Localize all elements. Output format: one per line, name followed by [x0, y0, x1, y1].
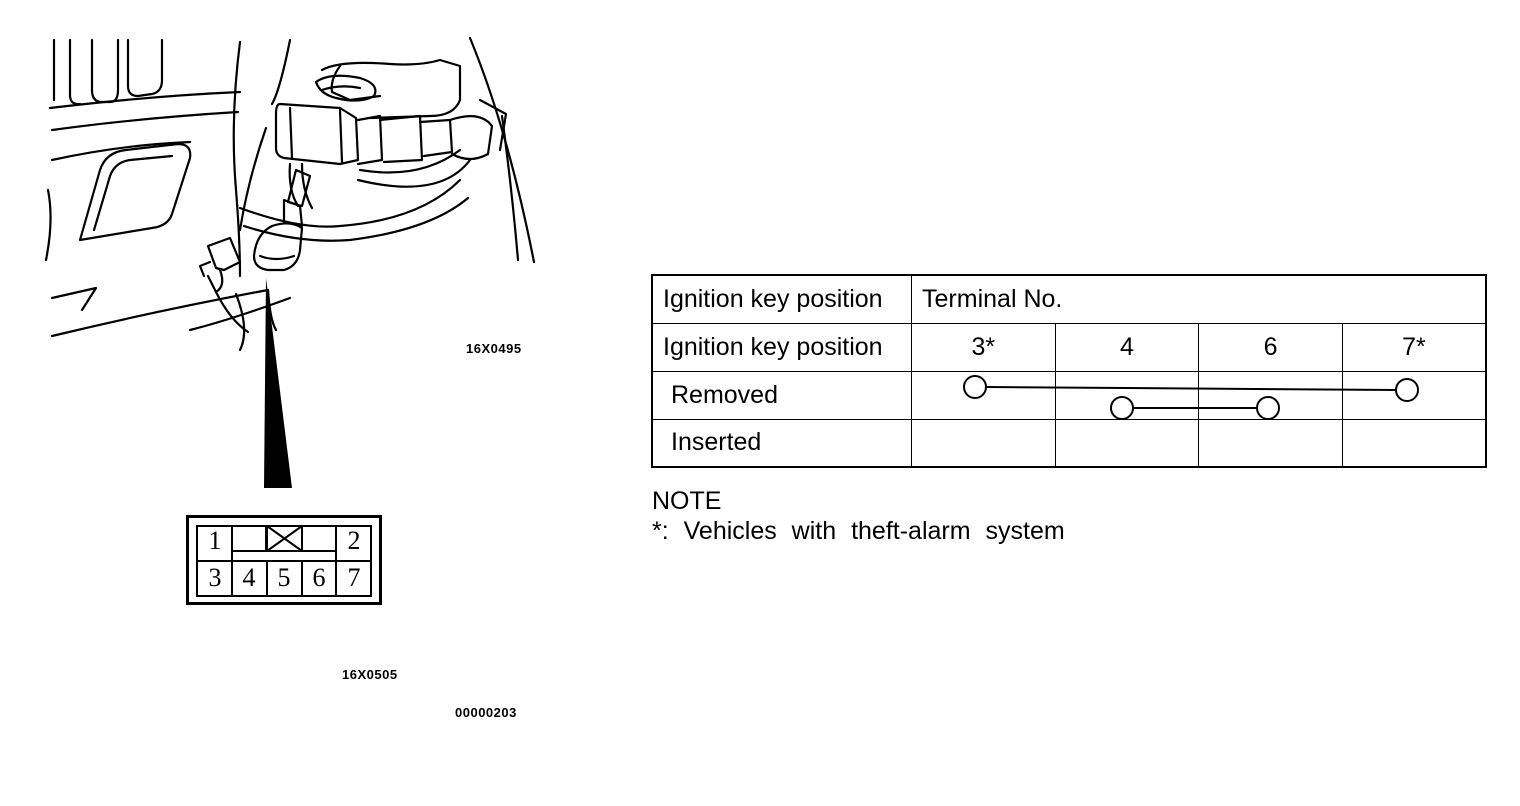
continuity-node-4 — [1110, 396, 1134, 420]
continuity-node-6 — [1256, 396, 1280, 420]
pin-4: 4 — [242, 563, 256, 592]
terminal-6: 6 — [1198, 322, 1343, 372]
row-label-inserted: Inserted — [651, 418, 913, 468]
cell-inserted-7 — [1341, 418, 1487, 468]
table-header-row: Ignition key position Terminal No. — [651, 274, 1487, 324]
pin-6: 6 — [312, 563, 326, 592]
cell-removed-7 — [1341, 370, 1487, 420]
pin-1: 1 — [208, 526, 222, 555]
header-key-position: Ignition key position — [651, 274, 913, 324]
note-title: NOTE — [652, 487, 722, 515]
row-label-removed: Removed — [651, 370, 913, 420]
header-terminal-no: Terminal No. — [911, 274, 1487, 324]
figure-code-bottom: 16X0505 — [342, 667, 398, 682]
pointer-arrow — [264, 278, 292, 488]
continuity-node-3 — [963, 375, 987, 399]
page-reference-code: 00000203 — [455, 705, 517, 720]
link-3-7 — [985, 386, 1397, 391]
subheader-key-position: Ignition key position — [651, 322, 913, 372]
terminal-3: 3* — [911, 322, 1056, 372]
pin-5: 5 — [277, 563, 291, 592]
pin-7: 7 — [347, 563, 361, 592]
pin-3: 3 — [208, 563, 222, 592]
pin-2: 2 — [347, 526, 361, 555]
note-text: *: Vehicles with theft-alarm system — [652, 517, 1065, 545]
connector-pin-diagram: 1 2 3 4 5 6 7 — [186, 515, 382, 605]
note-block: NOTE *: Vehicles with theft-alarm system — [652, 486, 1065, 546]
connector-frame — [196, 525, 372, 597]
cell-inserted-3 — [911, 418, 1056, 468]
cell-inserted-4 — [1054, 418, 1200, 468]
ignition-switch-illustration — [44, 36, 536, 488]
table-row-inserted: Inserted — [651, 418, 1487, 468]
figure-code-top: 16X0495 — [466, 341, 522, 356]
terminal-4: 4 — [1054, 322, 1200, 372]
continuity-node-7 — [1395, 378, 1419, 402]
